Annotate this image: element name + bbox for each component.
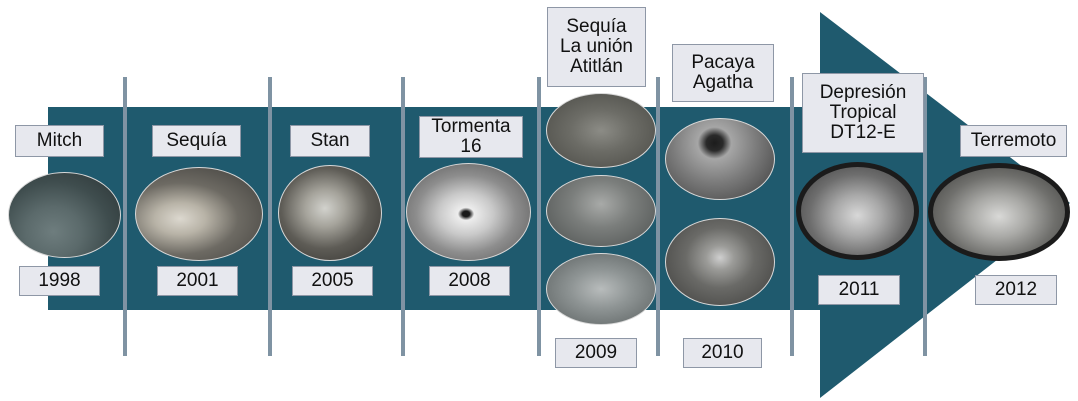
photo-sinkhole-aerial	[665, 218, 775, 306]
event-label-depresion-tropical: Depresión Tropical DT12-E	[802, 73, 924, 153]
year-label-2011: 2011	[818, 275, 900, 305]
event-label-stan: Stan	[290, 125, 370, 157]
year-label-2009: 2009	[555, 338, 637, 368]
photo-person-with-maize	[278, 165, 382, 261]
event-label-pacaya-agatha: Pacaya Agatha	[672, 44, 774, 102]
year-label-2005: 2005	[292, 266, 373, 296]
year-label-2001: 2001	[157, 266, 238, 296]
year-label-2010: 2010	[683, 338, 762, 368]
photo-storm-satellite	[406, 163, 531, 261]
year-label-2012: 2012	[975, 275, 1057, 305]
photo-thin-cow	[135, 167, 263, 261]
photo-dry-vegetation	[546, 93, 656, 168]
year-label-1998: 1998	[19, 266, 100, 296]
event-label-sequia-atitlan: Sequía La unión Atitlán	[547, 7, 646, 87]
photo-lake-shore	[546, 175, 656, 247]
event-label-sequia-2001: Sequía	[152, 125, 241, 157]
photo-earthquake-rubble	[928, 163, 1070, 261]
event-label-mitch: Mitch	[15, 125, 104, 157]
event-label-tormenta-16: Tormenta 16	[419, 116, 523, 158]
year-label-2008: 2008	[429, 266, 510, 296]
photo-volcanic-ash	[665, 118, 775, 200]
photo-cloud-satellite	[796, 162, 919, 260]
event-label-terremoto: Terremoto	[960, 125, 1067, 157]
photo-flooded-field	[8, 172, 121, 258]
photo-lake-water	[546, 253, 656, 325]
